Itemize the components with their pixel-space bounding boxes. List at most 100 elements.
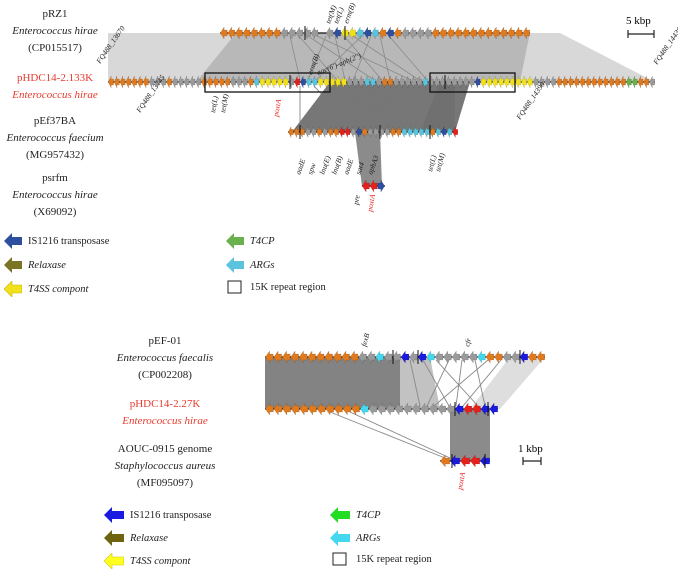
gene-arrow xyxy=(220,26,228,40)
gene-arrow xyxy=(235,26,243,40)
arrow-icon xyxy=(104,530,124,546)
gene-arrow xyxy=(579,75,586,89)
gene-arrow xyxy=(429,402,438,416)
gene-arrow xyxy=(416,75,423,89)
gene-arrow xyxy=(437,402,447,416)
gene-arrow xyxy=(359,402,369,416)
homology-line xyxy=(379,35,391,81)
gene-arrow xyxy=(332,350,342,364)
gene-arrow xyxy=(470,454,480,468)
gene-arrow xyxy=(460,350,469,364)
gene-arrow xyxy=(521,75,527,89)
gene-arrow xyxy=(424,26,432,40)
gene-arrow xyxy=(290,402,300,416)
gene-arrow xyxy=(356,26,364,40)
homology-band xyxy=(400,357,440,409)
gene-arrow xyxy=(596,75,603,89)
gene-arrow xyxy=(108,75,114,89)
panelB-row-AOUC0915-label: AOUC-0915 genome Staphylococcus aureus (… xyxy=(100,441,230,492)
gene-arrow xyxy=(236,75,242,89)
homology-line xyxy=(352,35,372,81)
panelB-row-species: Enterococcus hirae xyxy=(122,415,208,427)
gene-arrow xyxy=(366,350,376,364)
homology-band xyxy=(470,357,545,409)
legend-label: IS1216 transposase xyxy=(130,509,212,521)
homology-line xyxy=(426,359,450,407)
track-psrfm xyxy=(362,179,385,193)
gene-arrow xyxy=(273,350,282,364)
gene-arrow xyxy=(272,26,281,40)
homology-line xyxy=(326,85,427,129)
gene-label: tet(M) xyxy=(218,93,230,114)
gene-arrow xyxy=(361,126,368,138)
homology-band xyxy=(355,132,382,186)
track-AOUC0915 xyxy=(440,454,490,468)
gene-arrow xyxy=(329,75,335,89)
gene-arrow xyxy=(316,402,326,416)
gene-arrow xyxy=(550,75,556,89)
gene-arrow xyxy=(290,350,299,364)
gene-arrow xyxy=(119,75,126,89)
scale-label: 5 kbp xyxy=(626,15,651,27)
gene-arrow xyxy=(544,75,551,89)
homology-line xyxy=(455,359,463,407)
arrow-icon xyxy=(104,553,124,569)
gene-arrow xyxy=(378,26,387,40)
gene-arrow xyxy=(195,75,202,89)
gene-arrow xyxy=(344,126,351,138)
gene-arrow xyxy=(327,126,334,138)
gene-arrow xyxy=(440,454,450,468)
legend-label: ARGs xyxy=(356,532,381,544)
gene-arrow xyxy=(422,75,428,89)
gene-arrow xyxy=(378,126,385,138)
gene-arrow xyxy=(460,454,470,468)
gene-arrow xyxy=(113,75,120,89)
legend-label: ARGs xyxy=(250,259,275,271)
gene-arrow xyxy=(608,75,615,89)
gene-arrow xyxy=(454,26,462,40)
gene-arrow xyxy=(474,75,481,89)
gene-arrow xyxy=(538,75,545,89)
gene-arrow xyxy=(441,126,447,138)
gene-arrow xyxy=(356,126,362,138)
gene-arrow xyxy=(390,126,396,138)
gene-arrow xyxy=(310,126,317,138)
panelB-legend-relaxase: Relaxase xyxy=(104,530,168,546)
gene-arrow xyxy=(503,75,510,89)
panelA-row-species: Enterococcus faecium xyxy=(6,132,104,144)
gene-arrow xyxy=(282,350,291,364)
homology-line xyxy=(474,359,486,407)
gene-arrow xyxy=(410,75,417,89)
gene-label: tet(L) xyxy=(208,95,220,113)
gene-arrow xyxy=(443,350,452,364)
gene-arrow xyxy=(299,126,305,138)
gene-arrow xyxy=(271,75,277,89)
gene-arrow xyxy=(183,75,190,89)
gene-arrow xyxy=(492,26,500,40)
gene-label: tet(L) xyxy=(425,154,438,173)
gene-arrow xyxy=(288,26,296,40)
homology-line xyxy=(317,85,385,129)
gene-arrow xyxy=(351,402,360,416)
panelA-row-species: Enterococcus hirae xyxy=(12,189,98,201)
gene-arrow xyxy=(242,26,251,40)
homology-line xyxy=(369,85,416,129)
gene-arrow xyxy=(371,26,379,40)
gene-arrow xyxy=(519,350,528,364)
gene-arrow xyxy=(393,26,402,40)
track-pEF-01 xyxy=(265,350,545,364)
gene-label: pre xyxy=(351,194,362,207)
gene-arrow xyxy=(446,126,453,138)
homology-line xyxy=(462,359,502,407)
gene-label: fexB xyxy=(359,332,371,348)
gene-label: cfr xyxy=(462,337,473,347)
gene-arrow xyxy=(257,26,266,40)
gene-arrow xyxy=(137,75,143,89)
gene-arrow xyxy=(454,402,464,416)
gene-arrow xyxy=(325,402,334,416)
gene-arrow xyxy=(614,75,620,89)
homology-band xyxy=(520,33,655,82)
panelA-row-accession: (CP015517) xyxy=(28,42,82,54)
panelB-row-name: AOUC-0915 genome xyxy=(117,443,213,455)
gene-label: spw xyxy=(305,162,317,176)
